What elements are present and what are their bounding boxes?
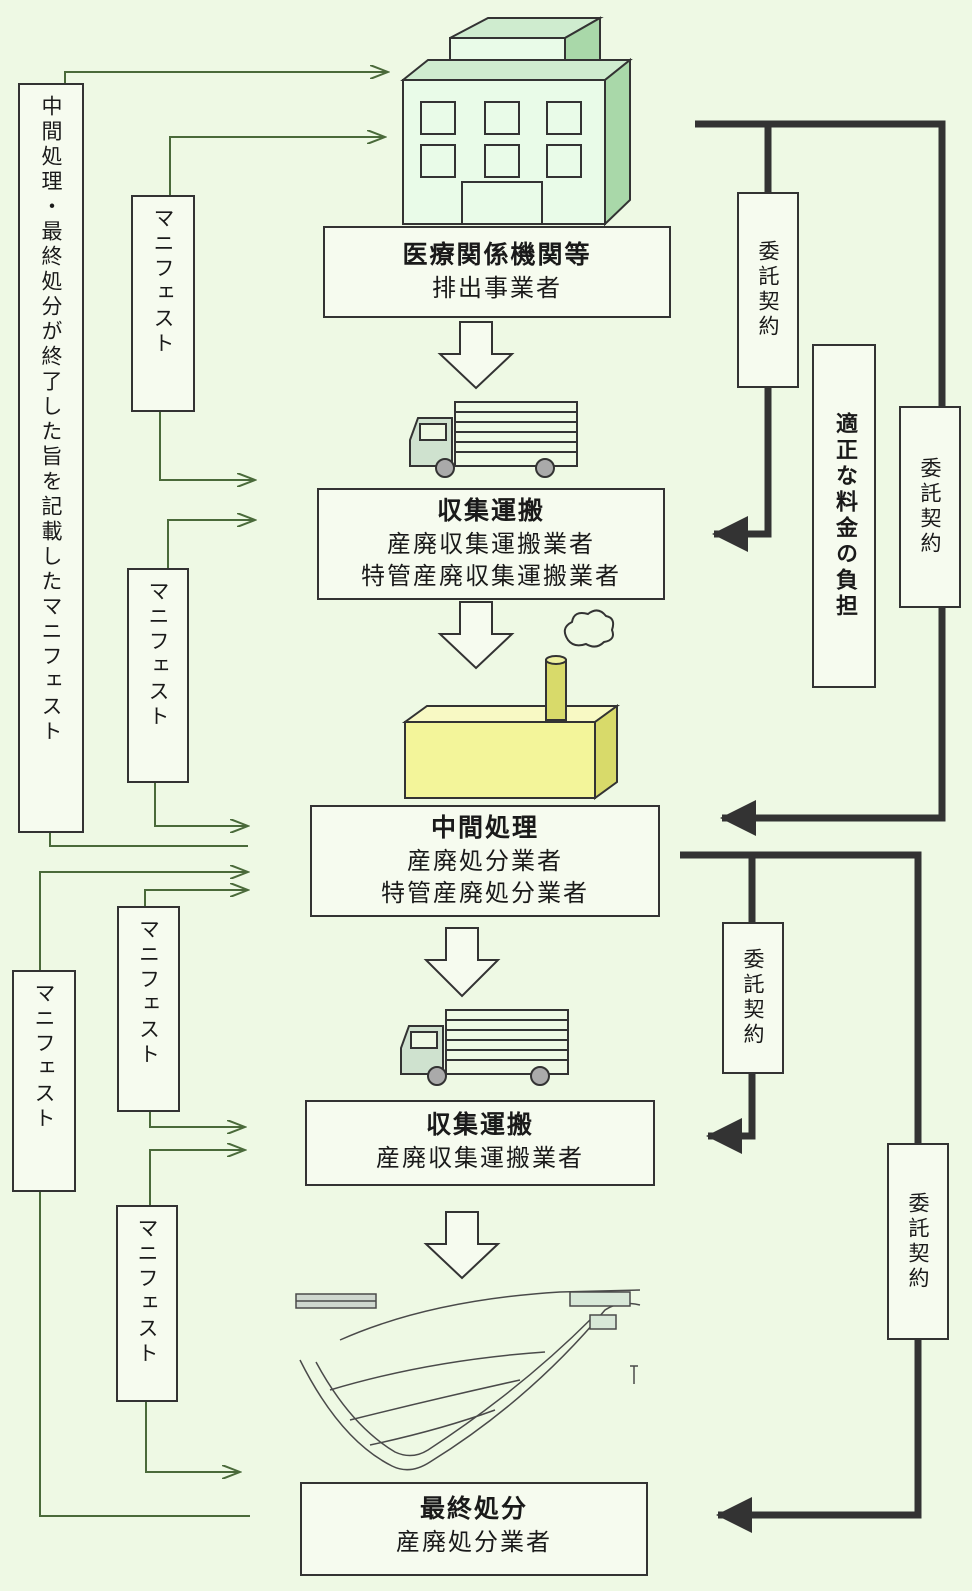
final-disposal-line1: 産廃処分業者 bbox=[396, 1528, 552, 1556]
manifest-label: マニフェスト bbox=[127, 568, 189, 783]
intermediate-title: 中間処理 bbox=[430, 813, 539, 842]
final-disposal-box: 最終処分 産廃処分業者 bbox=[300, 1482, 648, 1576]
emitter-box: 医療関係機関等 排出事業者 bbox=[323, 226, 671, 318]
hospital-building-icon bbox=[400, 16, 633, 227]
intermediate-line2: 特管産廃処分業者 bbox=[381, 879, 589, 907]
truck-icon bbox=[409, 401, 578, 478]
transport1-title: 収集運搬 bbox=[436, 496, 545, 525]
transport2-box: 収集運搬 産廃収集運搬業者 bbox=[305, 1100, 655, 1186]
manifest-label: マニフェスト bbox=[117, 906, 180, 1112]
contract-label: 委託契約 bbox=[887, 1143, 949, 1340]
intermediate-line1: 産廃処分業者 bbox=[407, 847, 563, 875]
transport1-line2: 特管産廃収集運搬業者 bbox=[361, 562, 621, 590]
landfill-icon bbox=[295, 1289, 641, 1471]
manifest-arrows bbox=[39, 72, 388, 1517]
flow-down-arrow bbox=[423, 321, 515, 1280]
fee-burden-label: 適正な料金の負担 bbox=[812, 344, 876, 688]
manifest-label: マニフェスト bbox=[116, 1205, 178, 1402]
transport2-line1: 産廃収集運搬業者 bbox=[376, 1144, 584, 1172]
transport1-line1: 産廃収集運搬業者 bbox=[387, 530, 595, 558]
contract-label: 委託契約 bbox=[722, 922, 784, 1074]
final-disposal-title: 最終処分 bbox=[419, 1494, 528, 1523]
transport2-title: 収集運搬 bbox=[425, 1110, 534, 1139]
truck-icon bbox=[400, 1009, 569, 1086]
emitter-title: 医療関係機関等 bbox=[402, 240, 592, 269]
return-manifest-label: 中間処理・最終処分が終了した旨を記載したマニフェスト bbox=[18, 83, 84, 833]
manifest-label: マニフェスト bbox=[131, 195, 195, 412]
transport1-box: 収集運搬 産廃収集運搬業者 特管産廃収集運搬業者 bbox=[317, 488, 665, 600]
intermediate-box: 中間処理 産廃処分業者 特管産廃処分業者 bbox=[310, 805, 660, 917]
manifest-label: マニフェスト bbox=[12, 970, 76, 1192]
contract-label: 委託契約 bbox=[899, 406, 961, 608]
emitter-subtitle: 排出事業者 bbox=[432, 274, 562, 302]
contract-label: 委託契約 bbox=[737, 192, 799, 388]
treatment-plant-icon bbox=[401, 609, 621, 800]
